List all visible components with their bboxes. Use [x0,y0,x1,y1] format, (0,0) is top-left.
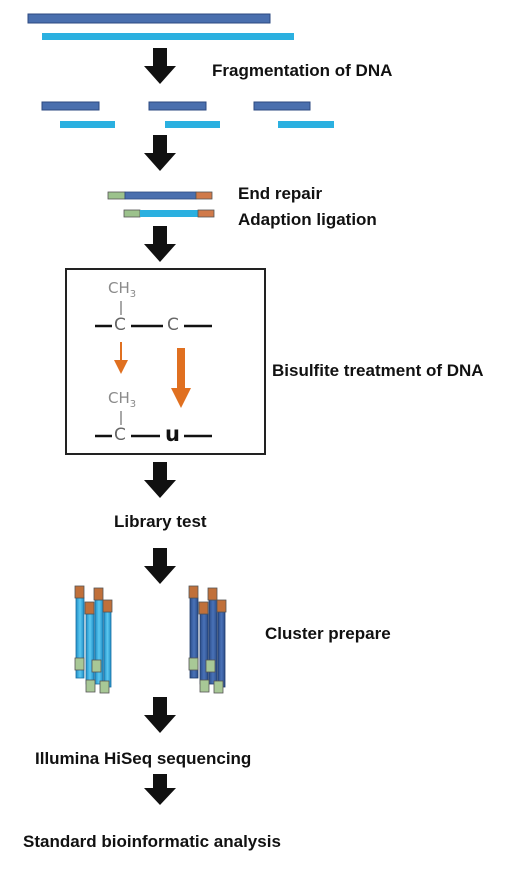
adaption-ligation-label: Adaption ligation [238,210,377,229]
dna-strand-bottom [42,33,294,40]
analysis-label: Standard bioinformatic analysis [23,832,281,851]
adapter-green [213,680,224,694]
cluster-strand [217,611,226,688]
down-arrow-icon [144,548,176,584]
adapter-orange [84,601,95,615]
bisulfite-frame [65,268,266,455]
adapter-green [205,659,216,673]
cluster-strand [199,613,209,685]
bisulfite-box [65,268,266,455]
cluster-right [188,585,227,694]
fragment-strand-bottom [140,210,198,217]
cluster-strand [85,613,95,685]
adapter-green [91,659,102,673]
adapter-orange [74,585,85,599]
conversion-arrow-icon [114,342,128,374]
adapter-orange [195,191,213,200]
library-test-label: Library test [114,512,207,531]
fragment-strand-top [41,101,100,111]
down-arrow-icon [144,135,176,171]
adapter-orange [216,599,227,613]
adapter-green [188,657,199,671]
methyl-subscript: 3 [129,399,137,410]
methyl-group-top: CH3 [108,279,136,304]
adapter-green [107,191,126,200]
cluster-prepare-label: Cluster prepare [265,624,391,643]
down-arrow-icon [144,48,176,84]
adapter-green [74,657,85,671]
methyl-label: CH [108,279,130,297]
carbon-unmethylated-top: C [167,315,179,335]
adapter-orange [102,599,113,613]
sequencing-label: Illumina HiSeq sequencing [35,749,252,768]
full-dna-molecule [27,13,294,40]
conversion-arrow-icon [171,348,191,408]
fragment-strand-bottom [60,121,115,128]
down-arrow-icon [144,697,176,733]
fragmentation-label: Fragmentation of DNA [212,61,393,80]
fragment-strand-top [253,101,311,111]
adapter-orange [188,585,199,599]
adapter-green [85,679,96,693]
methyl-label: CH [108,389,130,407]
uracil-label: u [165,422,180,446]
down-arrow-icon [144,226,176,262]
adapter-green [123,209,141,218]
cluster-strand [103,611,112,688]
adapter-orange [207,587,218,601]
adapter-orange [93,587,104,601]
methyl-subscript: 3 [129,289,137,300]
bisulfite-treatment-label: Bisulfite treatment of DNA [272,361,484,380]
adapter-orange [197,209,215,218]
cluster-left [74,585,113,694]
adapter-orange [198,601,209,615]
fragment-strand-bottom [165,121,220,128]
adapter-green [199,679,210,693]
adapter-green [99,680,110,694]
dna-strand-top [27,13,271,24]
carbon-methylated-bottom: C [114,425,126,445]
fragment-strand-bottom [278,121,334,128]
adapter-ligated-fragment [107,191,215,218]
fragment-strand-top [124,191,197,200]
carbon-methylated-top: C [114,315,126,335]
fragment-strand-top [148,101,207,111]
down-arrow-icon [144,462,176,498]
fragmented-dna [41,101,334,128]
step-arrows [144,48,176,805]
methyl-group-bottom: CH3 [108,389,136,414]
down-arrow-icon [144,774,176,805]
end-repair-label: End repair [238,184,323,203]
